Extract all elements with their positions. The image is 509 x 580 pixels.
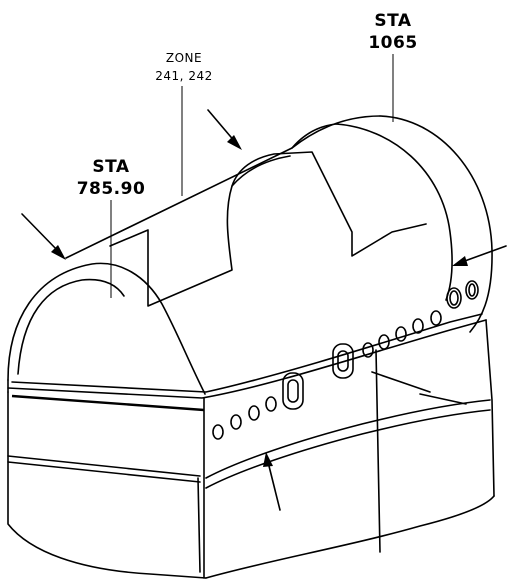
door-window-inner — [287, 379, 299, 403]
window — [248, 405, 260, 421]
label-sta-fwd-2: 785.90 — [77, 179, 146, 199]
label-zone-2: 241, 242 — [155, 69, 212, 83]
lower-lobe — [7, 319, 495, 579]
window — [265, 396, 277, 412]
label-sta-fwd-1: STA — [92, 157, 130, 177]
door-window-inner — [337, 350, 349, 372]
label-zone-1: ZONE — [166, 51, 202, 65]
window — [465, 280, 479, 300]
arrow-upper-left — [21, 213, 66, 260]
window — [378, 334, 390, 350]
window — [395, 326, 407, 342]
label-sta-aft-1: STA — [374, 11, 412, 31]
window — [230, 414, 242, 430]
door-window — [332, 343, 354, 379]
window-inner — [468, 283, 476, 297]
window — [362, 342, 374, 358]
window-row — [212, 280, 479, 440]
arrow-right — [452, 245, 507, 266]
window — [412, 318, 424, 334]
upper-fuselage-shell — [7, 115, 493, 399]
label-sta-aft-2: 1065 — [368, 33, 417, 53]
arrow-top-center — [207, 109, 242, 150]
window — [446, 287, 462, 309]
window — [212, 424, 224, 440]
window — [430, 310, 442, 326]
door-window — [282, 372, 304, 410]
window-inner — [449, 290, 459, 306]
